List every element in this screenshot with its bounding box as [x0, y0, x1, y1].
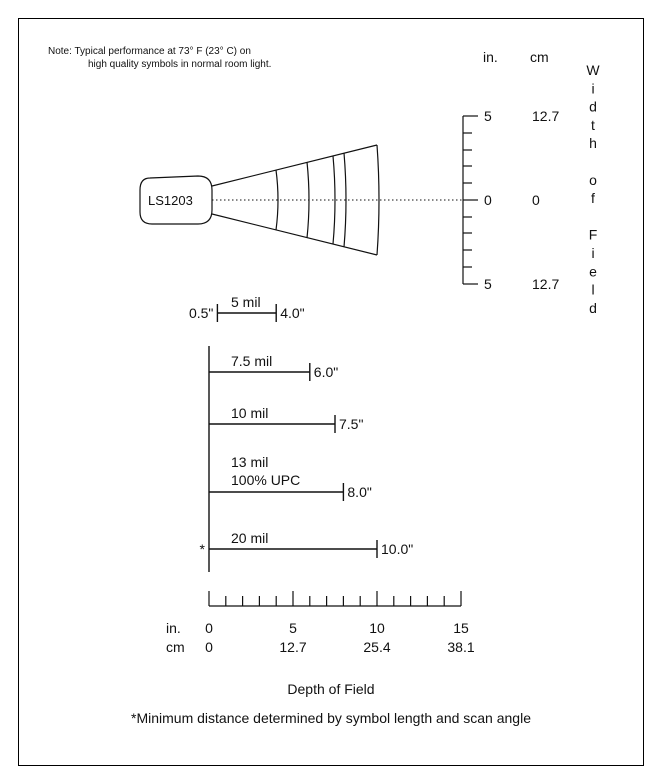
width-tick-mid-cm: 0 — [532, 192, 540, 208]
depth-tick-cm-0: 0 — [205, 639, 213, 655]
range-near-label: * — [200, 541, 206, 557]
width-tick-top-cm: 12.7 — [532, 108, 559, 124]
range-near-label: 0.5" — [189, 305, 213, 321]
depth-tick-in-0: 0 — [205, 620, 213, 636]
scanner-icon — [139, 175, 213, 225]
depth-unit-cm: cm — [166, 639, 185, 655]
range-symbol-label: 20 mil — [231, 530, 268, 546]
range-far-label: 10.0" — [381, 541, 413, 557]
width-of-field-letter: o — [589, 172, 597, 188]
width-of-field-letter: h — [589, 135, 597, 151]
note-line-2: high quality symbols in normal room ligh… — [88, 59, 271, 70]
range-symbol-label: 7.5 mil — [231, 353, 272, 369]
depth-tick-in-10: 10 — [369, 620, 385, 636]
range-symbol-label: 5 mil — [231, 294, 261, 310]
footnote: *Minimum distance determined by symbol l… — [131, 710, 531, 726]
range-bars: 5 mil 4.0" 0.5" 7.5 mil 6.0" 10 mil 7.5" 13 mil… — [189, 294, 413, 558]
width-tick-bottom-in: 5 — [484, 276, 492, 292]
width-tick-top-in: 5 — [484, 108, 492, 124]
note-line-1: Note: Typical performance at 73° F (23° … — [48, 46, 251, 57]
range-symbol-label: 10 mil — [231, 405, 268, 421]
width-of-field-letter: l — [591, 282, 594, 298]
range-symbol-sublabel: 100% UPC — [231, 472, 300, 488]
depth-tick-in-15: 15 — [453, 620, 469, 636]
width-of-field-letter: e — [589, 263, 597, 279]
depth-tick-cm-38-1: 38.1 — [447, 639, 474, 655]
scan-beam — [211, 144, 380, 256]
width-ruler — [462, 115, 478, 285]
width-of-field-letter: W — [586, 62, 600, 78]
scanner-label: LS1203 — [148, 193, 193, 208]
depth-tick-in-5: 5 — [289, 620, 297, 636]
depth-axis-title: Depth of Field — [287, 681, 374, 697]
range-far-label: 6.0" — [314, 364, 338, 380]
width-unit-in: in. — [483, 49, 498, 65]
width-of-field-letter: i — [591, 245, 594, 261]
depth-unit-in: in. — [166, 620, 181, 636]
range-far-label: 4.0" — [280, 305, 304, 321]
width-tick-bottom-cm: 12.7 — [532, 276, 559, 292]
range-far-label: 7.5" — [339, 416, 363, 432]
width-unit-cm: cm — [530, 49, 549, 65]
width-tick-mid-in: 0 — [484, 192, 492, 208]
width-of-field-letter: t — [591, 117, 595, 133]
depth-axis — [208, 591, 462, 607]
width-of-field-letter: d — [589, 300, 597, 316]
width-of-field-letter: F — [589, 227, 598, 243]
depth-tick-cm-25-4: 25.4 — [363, 639, 390, 655]
depth-tick-cm-12-7: 12.7 — [279, 639, 306, 655]
figure-frame — [18, 18, 644, 766]
width-of-field-letter: d — [589, 99, 597, 115]
range-far-label: 8.0" — [347, 484, 371, 500]
range-symbol-label: 13 mil — [231, 454, 268, 470]
width-of-field-letter: f — [591, 190, 595, 206]
width-of-field-letter: i — [591, 80, 594, 96]
